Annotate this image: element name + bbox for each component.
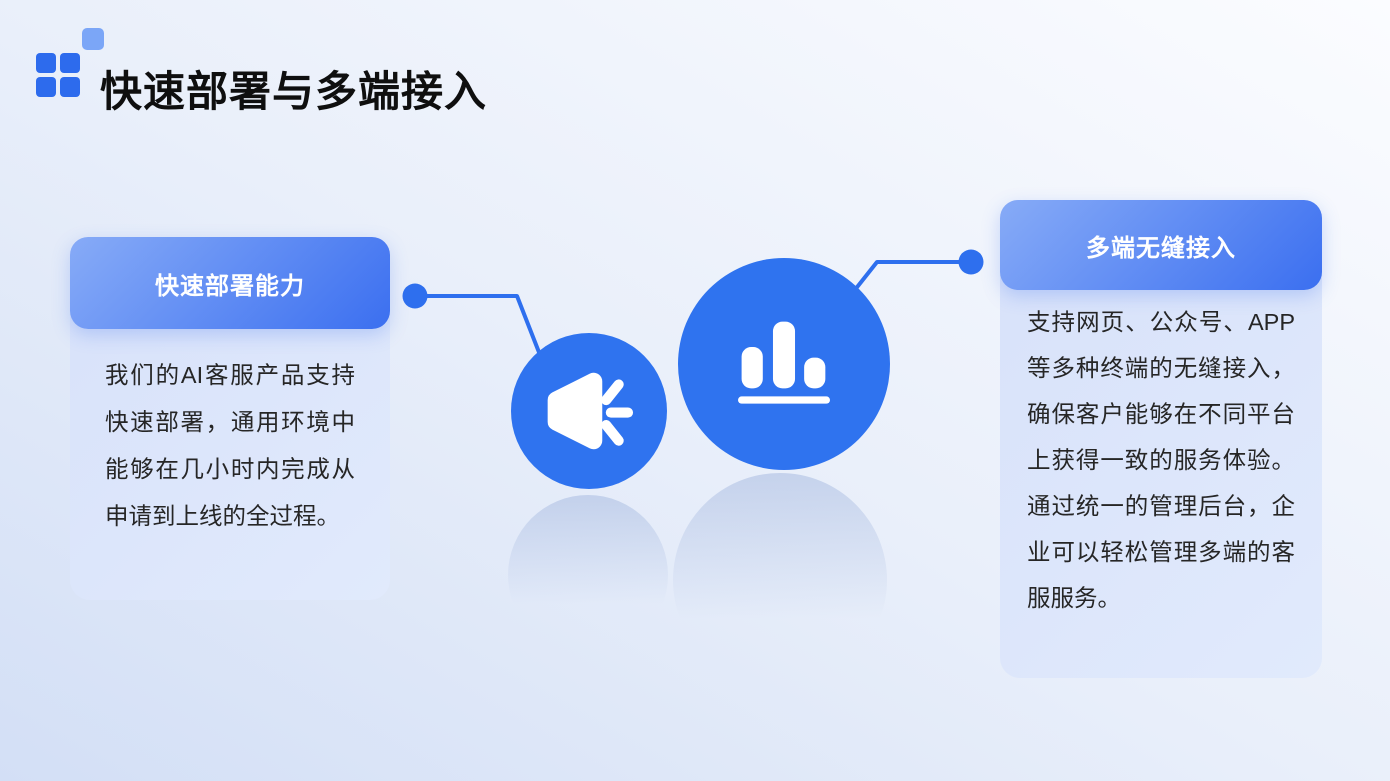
- small-circle-reflection: [508, 495, 668, 655]
- logo-square: [60, 53, 80, 73]
- slide-logo: [35, 27, 107, 99]
- card-rapid-deploy-text: 我们的AI客服产品支持快速部署，通用环境中能够在几小时内完成从申请到上线的全过程…: [105, 362, 355, 529]
- logo-square-light: [82, 28, 104, 50]
- bar-chart-circle: [678, 258, 890, 470]
- right-connector-dot: [958, 249, 984, 275]
- speaker-announcement-icon: [547, 372, 634, 450]
- card-multi-terminal-text: 支持网页、公众号、APP等多种终端的无缝接入，确保客户能够在不同平台上获得一致的…: [1027, 309, 1295, 611]
- speaker-circle: [511, 333, 667, 489]
- card-multi-terminal-title: 多端无缝接入: [1086, 234, 1236, 262]
- logo-square: [36, 53, 56, 73]
- card-multi-terminal-body: 支持网页、公众号、APP等多种终端的无缝接入，确保客户能够在不同平台上获得一致的…: [1000, 255, 1322, 678]
- slide-title: 快速部署与多端接入: [100, 68, 488, 115]
- left-connector-dot: [402, 283, 428, 309]
- logo-square: [36, 77, 56, 97]
- card-rapid-deploy-body: 我们的AI客服产品支持快速部署，通用环境中能够在几小时内完成从申请到上线的全过程…: [70, 290, 390, 600]
- big-circle-reflection: [673, 473, 887, 687]
- bar-chart-icon: [737, 321, 831, 404]
- card-multi-terminal-header: 多端无缝接入: [1000, 200, 1322, 290]
- card-rapid-deploy-title: 快速部署能力: [155, 272, 305, 300]
- logo-square: [60, 77, 80, 97]
- card-rapid-deploy-header: 快速部署能力: [70, 237, 390, 329]
